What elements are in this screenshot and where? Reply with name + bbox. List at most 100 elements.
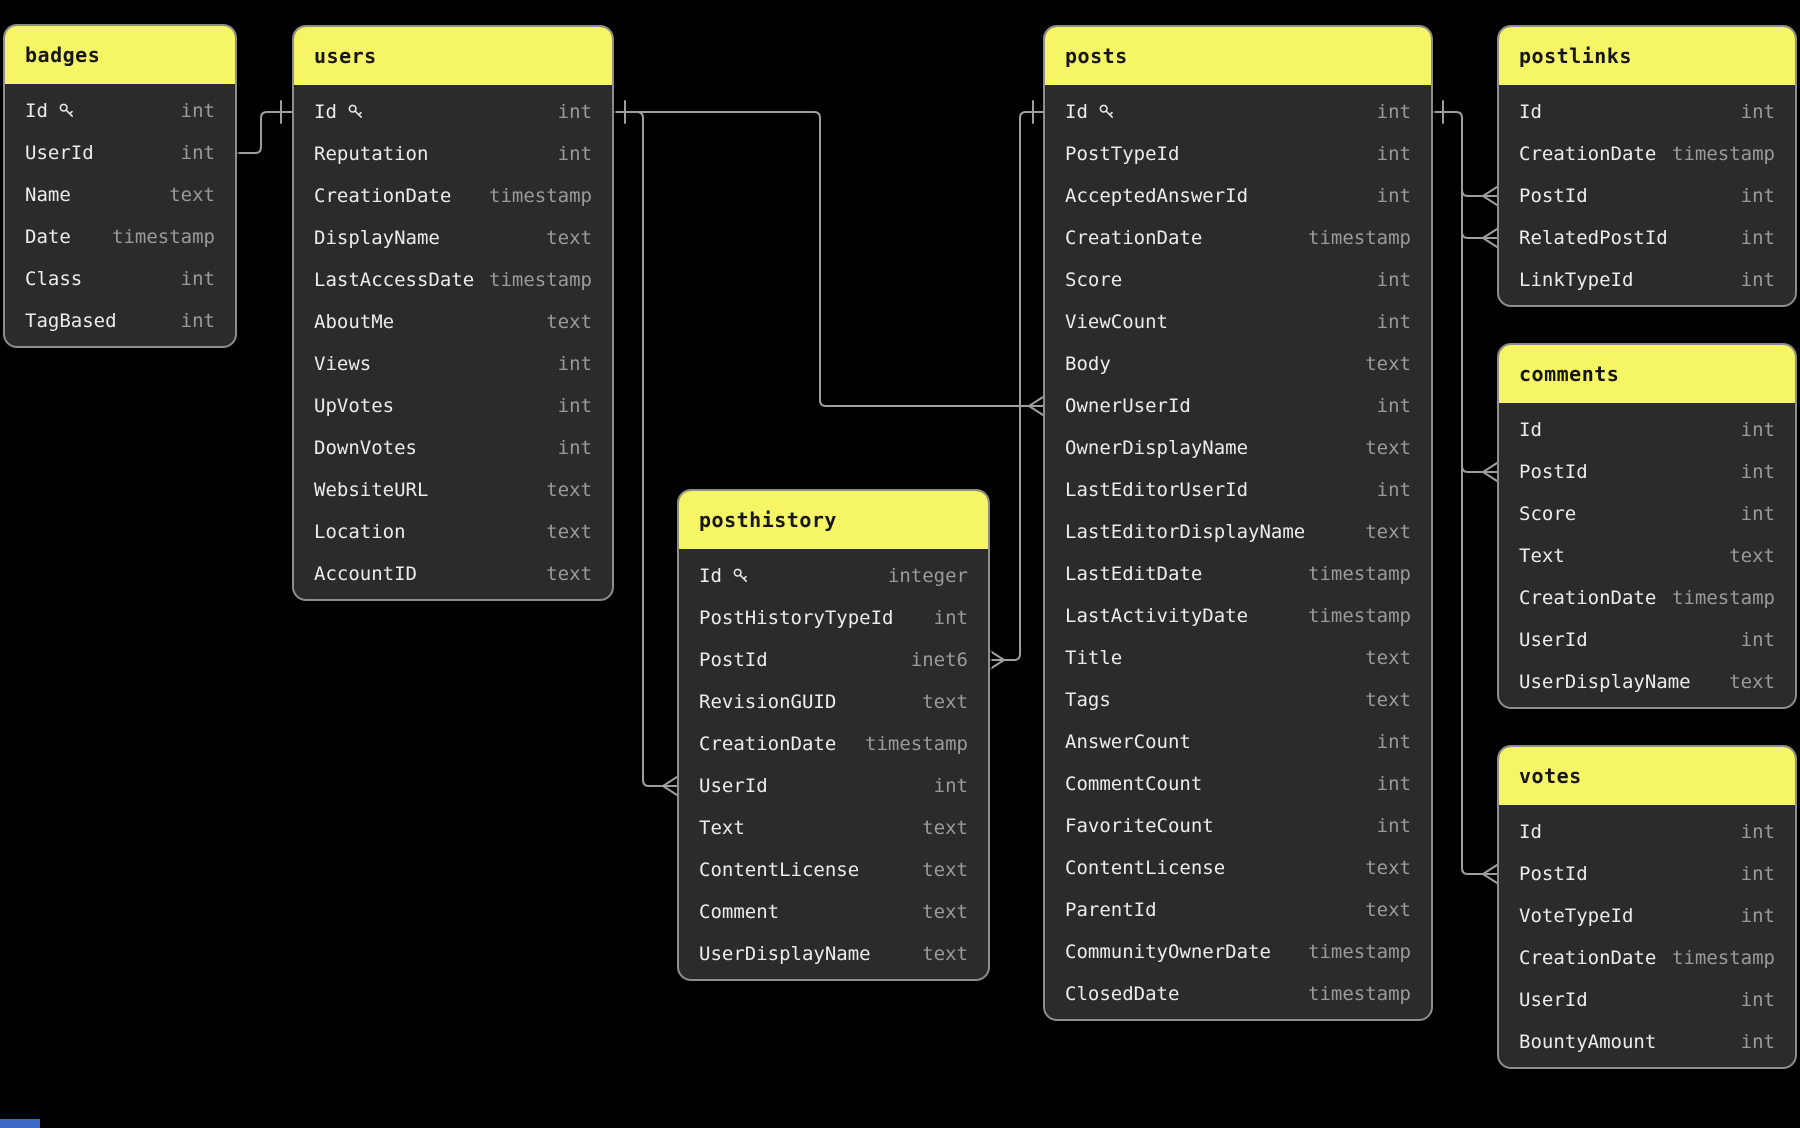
field-name-wrap: AccountID	[314, 563, 417, 585]
table-header[interactable]: postlinks	[1499, 27, 1795, 85]
field-name: Date	[25, 226, 71, 248]
relationship-postlinks-RelatedPostId-to-posts-Id[interactable]	[1461, 228, 1498, 248]
table-header[interactable]: posthistory	[679, 491, 988, 549]
relationship-badges-UserId-to-users-Id[interactable]	[236, 100, 293, 154]
field-name-wrap: Tags	[1065, 689, 1111, 711]
relationship-postlinks-PostId-to-posts-Id[interactable]	[1461, 186, 1498, 206]
table-header[interactable]: posts	[1045, 27, 1431, 85]
table-header[interactable]: votes	[1499, 747, 1795, 805]
relationship-comments-PostId-to-posts-Id[interactable]	[1461, 462, 1498, 482]
table-header[interactable]: users	[294, 27, 612, 85]
relationship-posthistory-PostId-to-posts-Id[interactable]	[989, 100, 1044, 670]
field-type: text	[1365, 437, 1411, 459]
relationship-posthistory-UserId-to-users-Id[interactable]	[636, 111, 678, 796]
table-header[interactable]: comments	[1499, 345, 1795, 403]
field-name-wrap: PostId	[1519, 863, 1588, 885]
table-header[interactable]: badges	[5, 26, 235, 84]
field-name: Reputation	[314, 143, 429, 165]
relationship-posts-OwnerUserId-to-users-Id[interactable]	[613, 100, 1044, 416]
field-name-wrap: AnswerCount	[1065, 731, 1191, 753]
relationship-votes-PostId-to-posts-Id[interactable]	[1432, 100, 1498, 884]
field-name-wrap: Id	[25, 100, 76, 122]
